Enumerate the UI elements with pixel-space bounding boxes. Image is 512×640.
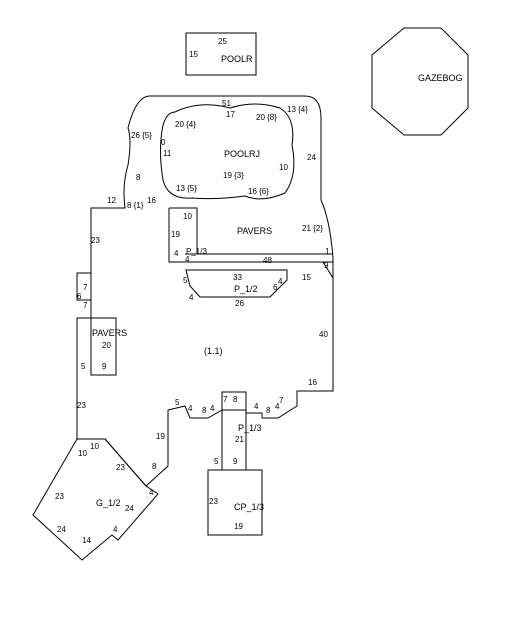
pavers-top-left-step	[169, 207, 198, 254]
dim: 4	[174, 249, 179, 258]
cp13-label: CP_1/3	[234, 502, 264, 512]
dim: 4	[254, 402, 259, 411]
dim-poolr-top: 25	[218, 37, 227, 46]
dim: 16	[147, 196, 156, 205]
dim: 10	[279, 163, 288, 172]
dim: 9	[102, 362, 107, 371]
dim: 20	[102, 341, 111, 350]
dim: 5	[175, 398, 180, 407]
dim: 4	[188, 404, 193, 413]
dim: 7	[83, 283, 88, 292]
dim: 7	[83, 301, 88, 310]
dim-poolr-left: 15	[189, 50, 198, 59]
pavers-top-divider	[168, 208, 333, 263]
dim: 13 {5}	[176, 184, 197, 193]
dim: 13 {4}	[287, 105, 308, 114]
dim: 1	[325, 247, 330, 256]
dimension-labels: 51 17 20 {4} 20 {8} 0 11 10 19 {3} 13 {5…	[55, 99, 330, 545]
dim: 8	[152, 462, 157, 471]
dim: 5	[214, 457, 219, 466]
poolrj-outline	[160, 103, 295, 200]
dim: 40	[319, 330, 328, 339]
dim: 8	[202, 406, 207, 415]
dim: 10	[183, 212, 192, 221]
dim: 4	[149, 488, 154, 497]
dim: 4	[278, 277, 283, 286]
gazebo-outline	[371, 27, 469, 136]
dim: 10	[90, 442, 99, 451]
dim: 5	[183, 276, 188, 285]
dim: 51	[222, 99, 231, 108]
p13-top-label: P_1/3	[186, 247, 207, 256]
p12-outline	[185, 269, 288, 298]
p13-bottom-label: P_1/3	[238, 423, 262, 433]
dim: 4	[113, 525, 118, 534]
dim: 24	[125, 504, 134, 513]
dim: 9	[324, 261, 329, 270]
dim: 19	[234, 522, 243, 531]
dim: 11	[163, 149, 172, 158]
pavers-top-diag	[322, 261, 334, 279]
dim: 7	[223, 395, 228, 404]
dim: 0	[161, 138, 166, 147]
cp13-outline	[207, 469, 263, 536]
dim: 23	[55, 492, 64, 501]
dim: 8	[266, 406, 271, 415]
dim: 7	[279, 396, 284, 405]
dim: 48	[263, 256, 272, 265]
dim: 21 {2}	[302, 224, 323, 233]
dim: 23	[91, 236, 100, 245]
dim: 6	[77, 292, 82, 301]
dim: 26 {5}	[131, 131, 152, 140]
dim: 16	[308, 378, 317, 387]
p12-label: P_1/2	[234, 284, 258, 294]
dim: 20 {8}	[256, 113, 277, 122]
dim: 21	[235, 435, 244, 444]
dim: 4	[275, 402, 280, 411]
dim: 4	[185, 255, 190, 264]
poolrj-label: POOLRJ	[224, 149, 260, 159]
pavers-left-outline	[90, 317, 117, 376]
dim: 24	[57, 525, 66, 534]
pavers-top-label: PAVERS	[237, 226, 272, 236]
dim: 20 {4}	[175, 120, 196, 129]
dim: 10	[78, 449, 87, 458]
dim: 33	[233, 273, 242, 282]
dim: 23	[209, 497, 218, 506]
poolr-outline	[185, 32, 257, 76]
g12-label: G_1/2	[96, 498, 121, 508]
dim: 26	[235, 299, 244, 308]
dim: 19 {3}	[223, 171, 244, 180]
dim: 23	[77, 401, 86, 410]
dim: 8	[136, 173, 141, 182]
dim: 9	[233, 457, 238, 466]
dim: 6	[273, 283, 278, 292]
main-area-label: (1.1)	[204, 346, 223, 356]
dim: 8	[233, 395, 238, 404]
dim: 23	[116, 463, 125, 472]
dim: 17	[226, 110, 235, 119]
pavers-left-label: PAVERS	[92, 328, 127, 338]
poolr-label: POOLR	[221, 54, 253, 64]
dim: 8 {1}	[127, 201, 144, 210]
dim: 15	[302, 273, 311, 282]
dim: 14	[82, 536, 91, 545]
gazebo-label: GAZEBOG	[418, 73, 463, 83]
pool-deck-outline	[76, 95, 334, 487]
g12-outline	[32, 438, 159, 561]
dim: 4	[210, 404, 215, 413]
dim: 12	[107, 196, 116, 205]
dim: 5	[81, 362, 86, 371]
dim: 19	[171, 230, 180, 239]
dim: 19	[156, 432, 165, 441]
dim: 16 {6}	[248, 187, 269, 196]
dim: 24	[307, 153, 316, 162]
dim: 4	[189, 293, 194, 302]
